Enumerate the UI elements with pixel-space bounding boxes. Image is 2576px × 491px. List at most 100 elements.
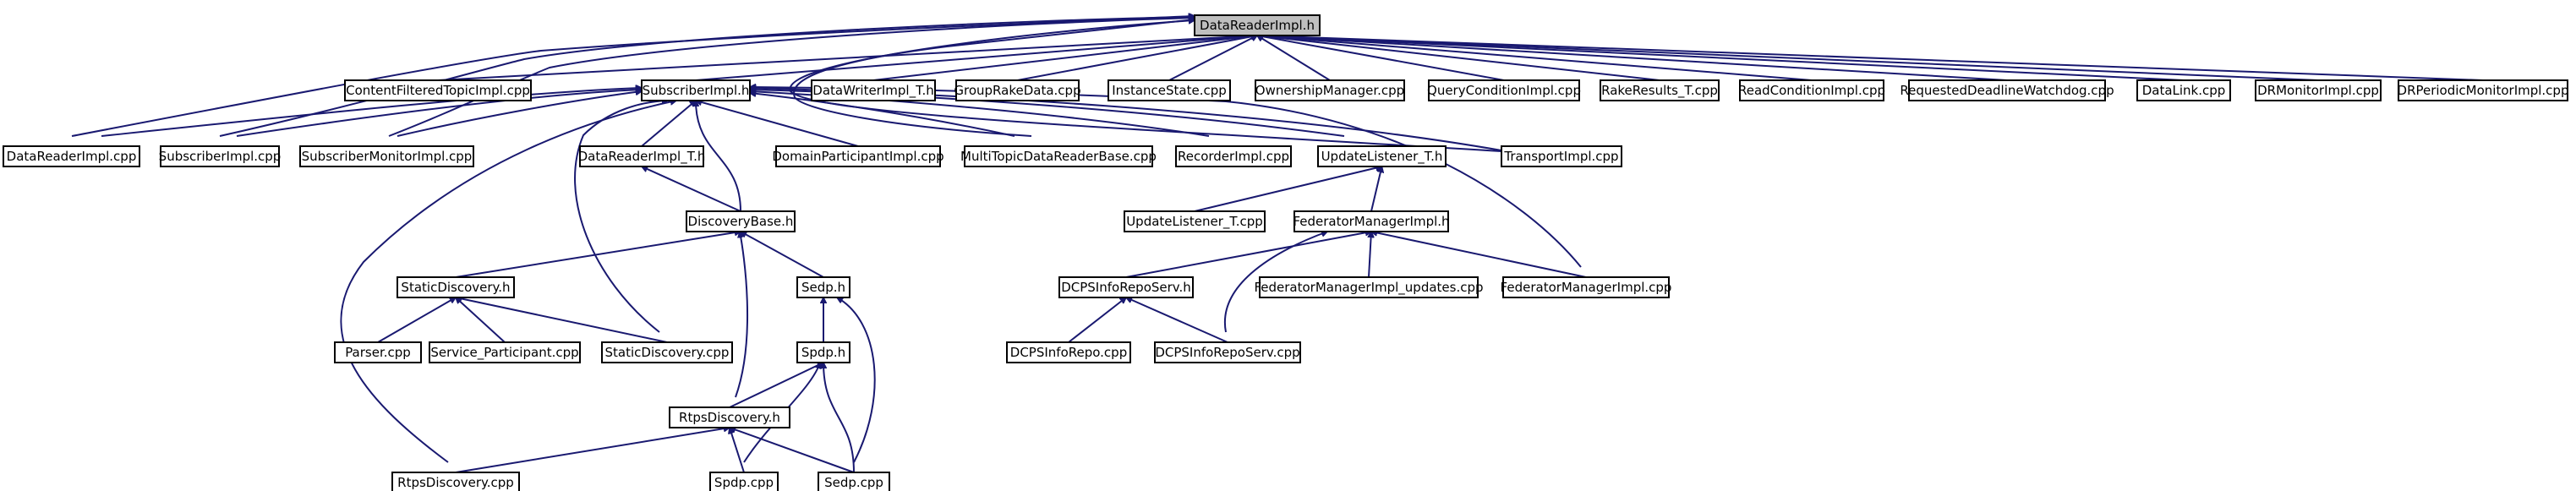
- node-box[interactable]: [1175, 145, 1292, 167]
- node-dlk[interactable]: DataLink.cpp: [2136, 79, 2231, 101]
- node-label: Service_Participant.cpp: [430, 345, 578, 361]
- node-label: GroupRakeData.cpp: [954, 83, 1080, 98]
- node-smi[interactable]: SubscriberMonitorImpl.cpp: [299, 145, 474, 167]
- node-box[interactable]: [579, 145, 704, 167]
- node-box[interactable]: [955, 79, 1080, 101]
- node-rec[interactable]: RecorderImpl.cpp: [1175, 145, 1292, 167]
- node-box[interactable]: [811, 79, 936, 101]
- node-qci[interactable]: QueryConditionImpl.cpp: [1427, 79, 1581, 101]
- node-box[interactable]: [1317, 145, 1447, 167]
- node-box[interactable]: [796, 341, 850, 363]
- node-box[interactable]: [1293, 210, 1449, 232]
- node-box[interactable]: [2398, 79, 2568, 101]
- node-box[interactable]: [669, 406, 790, 428]
- node-sdh[interactable]: StaticDiscovery.h: [397, 276, 515, 298]
- node-mtd[interactable]: MultiTopicDataReaderBase.cpp: [960, 145, 1157, 167]
- edge-rtph-to-dbh: [735, 232, 748, 398]
- node-dri[interactable]: DataReaderImpl.cpp: [3, 145, 140, 167]
- node-label: DataReaderImpl.h: [1200, 18, 1315, 33]
- edge-dcsc-to-dcsh: [1126, 297, 1228, 343]
- node-label: Spdp.h: [801, 345, 845, 360]
- node-tpi[interactable]: TransportImpl.cpp: [1501, 145, 1622, 167]
- node-dcsh[interactable]: DCPSInfoRepoServ.h: [1058, 276, 1194, 298]
- node-dwt[interactable]: DataWriterImpl_T.h: [811, 79, 936, 101]
- edge-sdc-to-subh: [574, 101, 668, 333]
- node-subh[interactable]: SubscriberImpl.h: [641, 79, 751, 101]
- node-rdw[interactable]: RequestedDeadlineWatchdog.cpp: [1900, 79, 2114, 101]
- node-box[interactable]: [3, 145, 140, 167]
- node-fmc[interactable]: FederatorManagerImpl.cpp: [1501, 276, 1672, 298]
- node-sdc[interactable]: StaticDiscovery.cpp: [601, 341, 733, 363]
- node-ultc[interactable]: UpdateListener_T.cpp: [1124, 210, 1266, 232]
- node-sedpc[interactable]: Sedp.cpp: [818, 472, 890, 491]
- node-svp[interactable]: Service_Participant.cpp: [429, 341, 581, 363]
- node-dcr[interactable]: DCPSInfoRepo.cpp: [1006, 341, 1131, 363]
- node-drth[interactable]: DataReaderImpl_T.h: [578, 145, 706, 167]
- node-box[interactable]: [641, 79, 751, 101]
- node-box[interactable]: [1259, 276, 1479, 298]
- node-root[interactable]: DataReaderImpl.h: [1194, 14, 1321, 36]
- node-label: FederatorManagerImpl_updates.cpp: [1254, 280, 1483, 296]
- node-box[interactable]: [1501, 145, 1622, 167]
- edge-fmc-to-fmh: [1371, 232, 1587, 278]
- node-box[interactable]: [1006, 341, 1131, 363]
- node-box[interactable]: [1428, 79, 1580, 101]
- node-box[interactable]: [2136, 79, 2231, 101]
- node-spdpc[interactable]: Spdp.cpp: [709, 472, 779, 491]
- node-box[interactable]: [1108, 79, 1231, 101]
- node-dpi[interactable]: DomainParticipantImpl.cpp: [772, 145, 944, 167]
- edge-dri-to-subh: [101, 88, 642, 137]
- node-box[interactable]: [391, 472, 520, 491]
- node-rtph[interactable]: RtpsDiscovery.h: [669, 406, 790, 428]
- node-rci[interactable]: ReadConditionImpl.cpp: [1738, 79, 1885, 101]
- node-box[interactable]: [1255, 79, 1405, 101]
- node-box[interactable]: [964, 145, 1153, 167]
- node-box[interactable]: [1600, 79, 1720, 101]
- node-sedph[interactable]: Sedp.h: [796, 276, 850, 298]
- node-fmh[interactable]: FederatorManagerImpl.h: [1293, 210, 1450, 232]
- node-dcsc[interactable]: DCPSInfoRepoServ.cpp: [1154, 341, 1301, 363]
- node-box[interactable]: [601, 341, 733, 363]
- node-box[interactable]: [1908, 79, 2106, 101]
- node-box[interactable]: [299, 145, 474, 167]
- node-box[interactable]: [2255, 79, 2382, 101]
- edge-sedpc-to-rtph: [730, 428, 855, 473]
- node-box[interactable]: [1739, 79, 1884, 101]
- node-box[interactable]: [160, 145, 280, 167]
- node-box[interactable]: [429, 341, 581, 363]
- node-ult[interactable]: UpdateListener_T.h: [1317, 145, 1447, 167]
- node-box[interactable]: [686, 210, 796, 232]
- node-box[interactable]: [775, 145, 941, 167]
- edge-rrt-to-root: [1257, 35, 1660, 81]
- node-box[interactable]: [1194, 14, 1321, 36]
- node-box[interactable]: [709, 472, 779, 491]
- node-box[interactable]: [344, 79, 532, 101]
- node-box[interactable]: [1502, 276, 1670, 298]
- node-box[interactable]: [1124, 210, 1266, 232]
- node-cft[interactable]: ContentFilteredTopicImpl.cpp: [344, 79, 532, 101]
- node-box[interactable]: [397, 276, 515, 298]
- node-ist[interactable]: InstanceState.cpp: [1108, 79, 1231, 101]
- node-box[interactable]: [334, 341, 422, 363]
- node-par[interactable]: Parser.cpp: [334, 341, 422, 363]
- node-rrt[interactable]: RakeResults_T.cpp: [1600, 79, 1720, 101]
- node-fmu[interactable]: FederatorManagerImpl_updates.cpp: [1254, 276, 1484, 298]
- node-drm[interactable]: DRMonitorImpl.cpp: [2255, 79, 2382, 101]
- node-own[interactable]: OwnershipManager.cpp: [1255, 79, 1405, 101]
- node-box[interactable]: [1058, 276, 1194, 298]
- node-grd[interactable]: GroupRakeData.cpp: [954, 79, 1081, 101]
- node-box[interactable]: [818, 472, 890, 491]
- node-spdph[interactable]: Spdp.h: [796, 341, 850, 363]
- node-drp[interactable]: DRPeriodicMonitorImpl.cpp: [2398, 79, 2569, 101]
- edge-mtd-to-subh: [750, 93, 1015, 137]
- node-box[interactable]: [1154, 341, 1301, 363]
- node-dbh[interactable]: DiscoveryBase.h: [686, 210, 796, 232]
- node-rtpc[interactable]: RtpsDiscovery.cpp: [391, 472, 520, 491]
- edge-dcr-to-dcsh: [1068, 297, 1126, 343]
- node-box[interactable]: [796, 276, 850, 298]
- node-label: DCPSInfoRepoServ.cpp: [1155, 345, 1299, 360]
- node-sbi[interactable]: SubscriberImpl.cpp: [159, 145, 282, 167]
- edge-dbh-to-drth: [642, 166, 741, 212]
- node-label: DRMonitorImpl.cpp: [2257, 83, 2379, 98]
- edge-rtpc-to-subh: [340, 101, 676, 463]
